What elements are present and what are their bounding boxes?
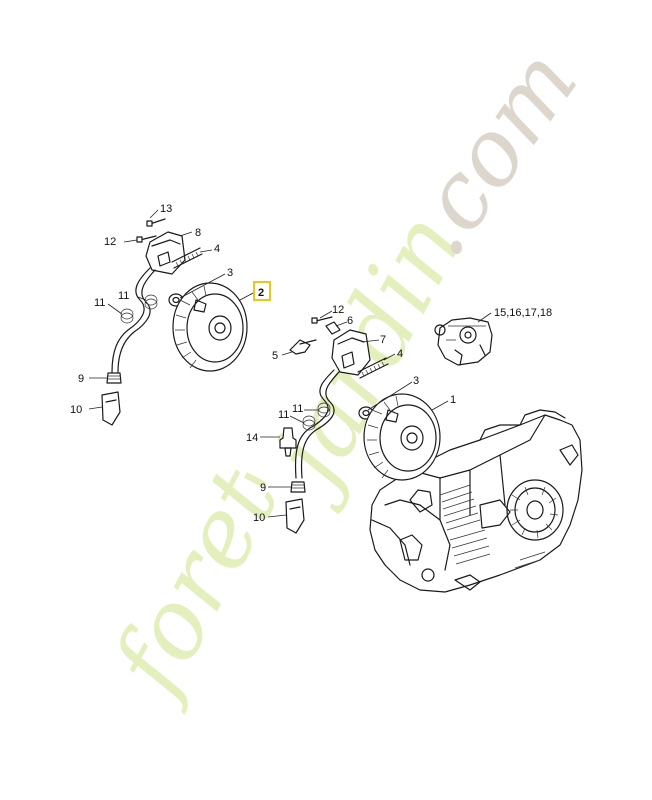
highlight-box	[253, 281, 271, 301]
label-13: 13	[160, 203, 172, 215]
label-11-left: 11	[94, 297, 105, 309]
label-15-16-17-18: 15,16,17,18	[494, 307, 552, 319]
label-3: 3	[413, 375, 419, 387]
label-12: 12	[104, 236, 116, 248]
label-9: 9	[260, 482, 266, 494]
label-14: 14	[246, 432, 258, 444]
main-group	[279, 316, 441, 534]
leader-lines	[88, 209, 492, 518]
label-5: 5	[272, 350, 278, 362]
label-7: 7	[380, 334, 386, 346]
label-8: 8	[195, 227, 201, 239]
top-group	[101, 218, 248, 426]
main-group-labels: 12 6 5 7 4 3 1 11 11 14 9 10 15,16,17,18	[246, 304, 552, 524]
engine-housing	[369, 409, 583, 593]
top-group-labels: 13 12 8 4 3 2 11 11 9 10	[70, 203, 271, 416]
label-4: 4	[214, 243, 220, 255]
label-4: 4	[397, 348, 403, 360]
label-11-right: 11	[118, 290, 129, 302]
label-10: 10	[70, 404, 82, 416]
label-1: 1	[450, 394, 456, 406]
label-3: 3	[227, 267, 233, 279]
label-2-highlighted[interactable]: 2	[258, 287, 264, 299]
label-11-right: 11	[292, 403, 303, 415]
carburetor	[434, 317, 493, 366]
label-9: 9	[78, 373, 84, 385]
label-10: 10	[253, 512, 265, 524]
label-11-left: 11	[278, 409, 289, 421]
label-12: 12	[332, 304, 344, 316]
label-6: 6	[347, 315, 353, 327]
